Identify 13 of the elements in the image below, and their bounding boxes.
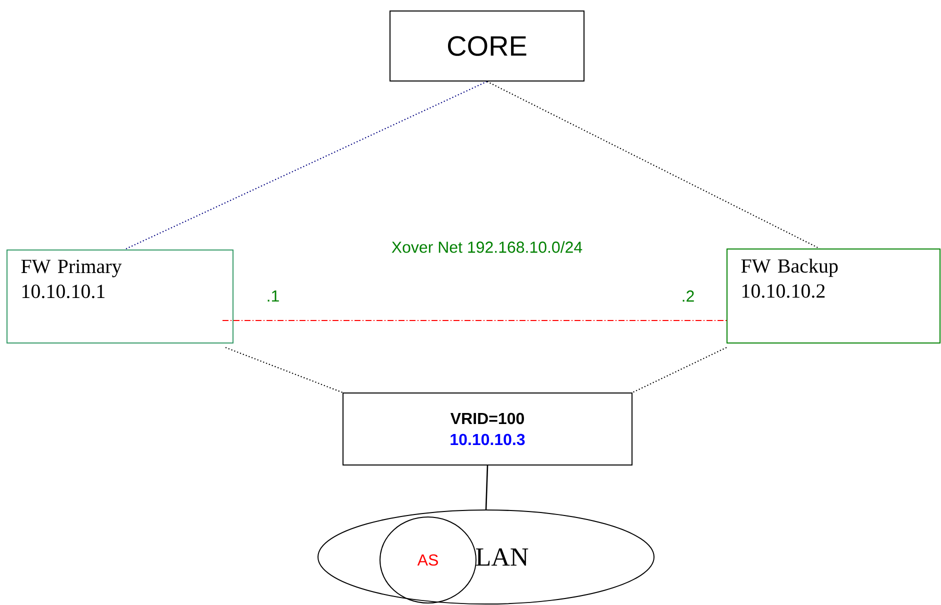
connector-line xyxy=(632,347,727,393)
network-label: .2 xyxy=(682,290,694,302)
firewall-box: FW Primary 10.10.10.1 xyxy=(6,250,234,344)
vrid-box: VRID=100 10.10.10.3 xyxy=(342,392,632,466)
core-box: CORE xyxy=(390,10,584,82)
firewall-box: FW Backup 10.10.10.2 xyxy=(726,248,941,344)
connector-line xyxy=(124,81,488,250)
connector-line xyxy=(485,465,488,510)
network-label: .1 xyxy=(268,290,279,302)
connector-line xyxy=(225,347,343,394)
connector-line xyxy=(222,320,727,322)
network-label: Xover Net 192.168.10.0/24 xyxy=(392,241,582,253)
connector-line xyxy=(486,81,820,249)
